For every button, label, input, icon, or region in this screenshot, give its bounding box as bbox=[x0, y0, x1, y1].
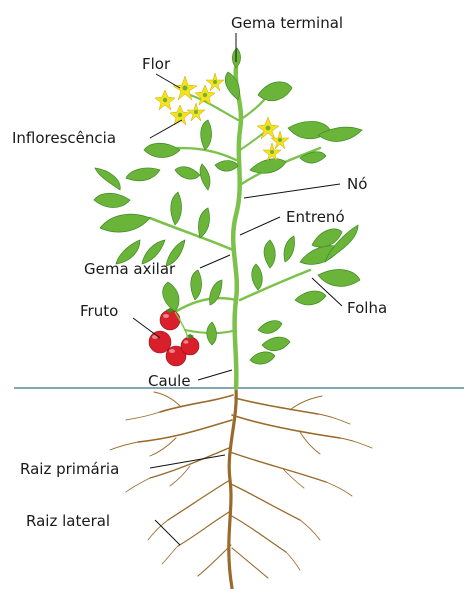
label-flor: Flor bbox=[142, 55, 171, 73]
label-gema-terminal: Gema terminal bbox=[231, 14, 343, 32]
label-fruto: Fruto bbox=[80, 302, 118, 320]
fruits bbox=[149, 308, 199, 366]
label-inflorescencia: Inflorescência bbox=[12, 129, 116, 147]
label-raiz-primaria: Raiz primária bbox=[20, 460, 119, 478]
label-entreno: Entrenó bbox=[286, 208, 345, 226]
flower-cluster-right bbox=[257, 117, 289, 161]
root-system bbox=[110, 388, 372, 588]
label-no: Nó bbox=[347, 175, 367, 193]
label-gema-axilar: Gema axilar bbox=[84, 260, 176, 278]
label-caule: Caule bbox=[148, 372, 191, 390]
label-raiz-lateral: Raiz lateral bbox=[26, 512, 110, 530]
label-folha: Folha bbox=[347, 299, 387, 317]
